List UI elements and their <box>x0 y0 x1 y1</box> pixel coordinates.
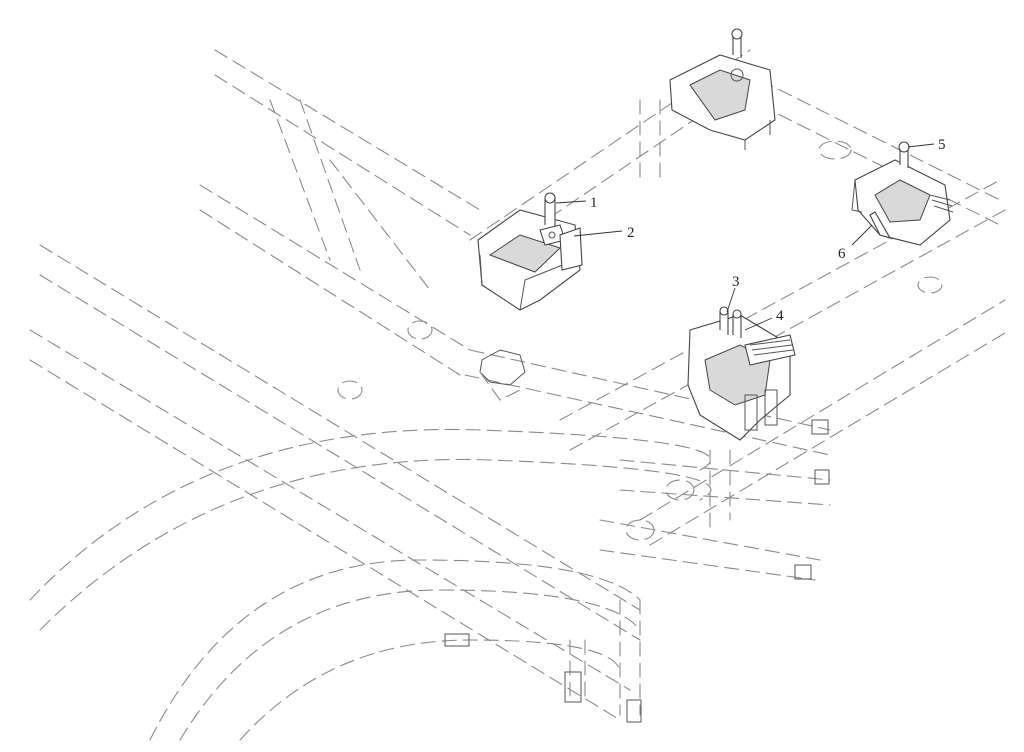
callout-4: 4 <box>776 308 784 324</box>
callout-2: 2 <box>627 225 635 241</box>
callout-1: 1 <box>590 195 598 211</box>
mount-assembly-top <box>669 28 776 150</box>
callout-5: 5 <box>938 137 946 153</box>
callout-6: 6 <box>838 246 846 262</box>
mount-assembly-right <box>851 141 954 246</box>
leader-lines <box>555 143 935 331</box>
mount-assembly-left <box>477 192 583 311</box>
mount-assembly-center <box>687 306 796 441</box>
chassis-frame <box>29 49 1011 741</box>
callout-3: 3 <box>732 274 740 290</box>
